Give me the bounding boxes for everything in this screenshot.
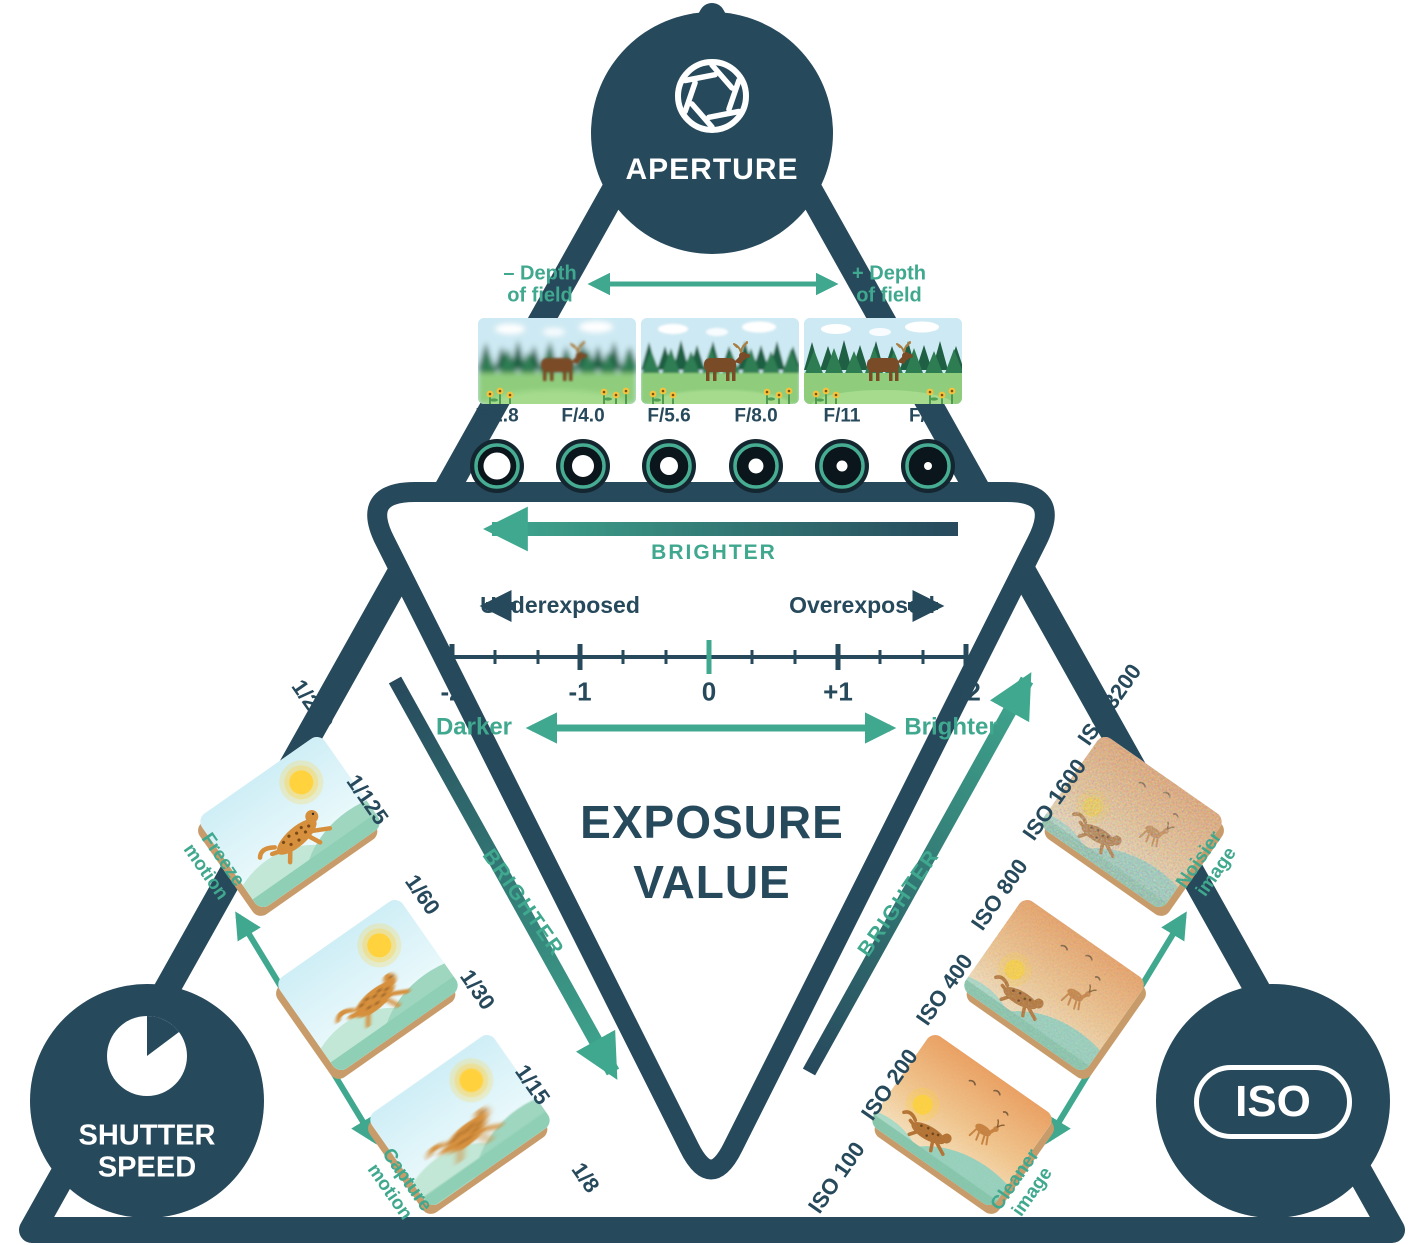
- fstop-label: F/2.8: [475, 405, 519, 427]
- iso-title: ISO: [1235, 1077, 1311, 1126]
- ev-tick-label: 0: [701, 676, 717, 707]
- aperture-title: APERTURE: [625, 153, 799, 187]
- photo-shallow-dof: [478, 318, 636, 404]
- depth-of-field-plus-label: + Depth of field: [852, 262, 926, 307]
- overexposed-label: Overexposed: [789, 592, 935, 619]
- lens-icons-row: [470, 439, 955, 493]
- noise-range-arrow: [1045, 911, 1187, 1145]
- exposure-panel-outline: [367, 482, 1055, 1180]
- ev-tick-label: -2: [440, 676, 464, 707]
- iso-badge: ISO: [1194, 1065, 1352, 1139]
- fstop-label: F/16: [908, 405, 948, 427]
- noise-overlay-light: [868, 1031, 1056, 1209]
- lens-icon-f28: [470, 439, 524, 493]
- lens-icon-f56: [642, 439, 696, 493]
- ev-tick-label: -1: [568, 676, 592, 707]
- fstop-label: F/11: [823, 405, 861, 427]
- shutter-speed-title: SHUTTER SPEED: [78, 1119, 216, 1184]
- card-medium-iso: [960, 896, 1148, 1074]
- noise-overlay-heavy: [1038, 733, 1226, 911]
- exposure-value-title: EXPOSURE VALUE: [580, 796, 844, 908]
- card-high-iso-noisy: [1038, 733, 1226, 911]
- photo-deep-dof: [804, 318, 962, 404]
- brighter-mid-label: Brighter: [904, 713, 998, 741]
- photo-medium-dof: [641, 318, 799, 404]
- brighter-top-label: BRIGHTER: [651, 541, 777, 565]
- ev-scale: [449, 640, 969, 674]
- aperture-icon: [675, 59, 749, 133]
- card-low-iso-clean: [868, 1031, 1056, 1209]
- iso-corner-circle: [1156, 984, 1390, 1218]
- noise-overlay-medium: [960, 896, 1148, 1074]
- darker-label: Darker: [435, 713, 513, 741]
- brighter-arrow-left-diagonal: [388, 676, 620, 1080]
- ev-tick-label: +2: [951, 676, 981, 707]
- lens-icon-f16: [901, 439, 955, 493]
- brighter-arrow-right-diagonal: [802, 672, 1034, 1076]
- shutter-speed-icon: [107, 1016, 187, 1096]
- lens-icon-f11: [815, 439, 869, 493]
- fstop-label: F/4.0: [561, 405, 605, 427]
- lens-icon-f80: [729, 439, 783, 493]
- ev-tick-label: +1: [823, 676, 853, 707]
- shutter-corner-circle: [30, 984, 264, 1218]
- fstop-label: F/8.0: [734, 405, 778, 427]
- depth-of-field-minus-label: – Depth of field: [503, 262, 577, 307]
- lens-icon-f40: [556, 439, 610, 493]
- fstop-label: F/5.6: [647, 405, 691, 427]
- underexposed-label: Underexposed: [480, 592, 640, 619]
